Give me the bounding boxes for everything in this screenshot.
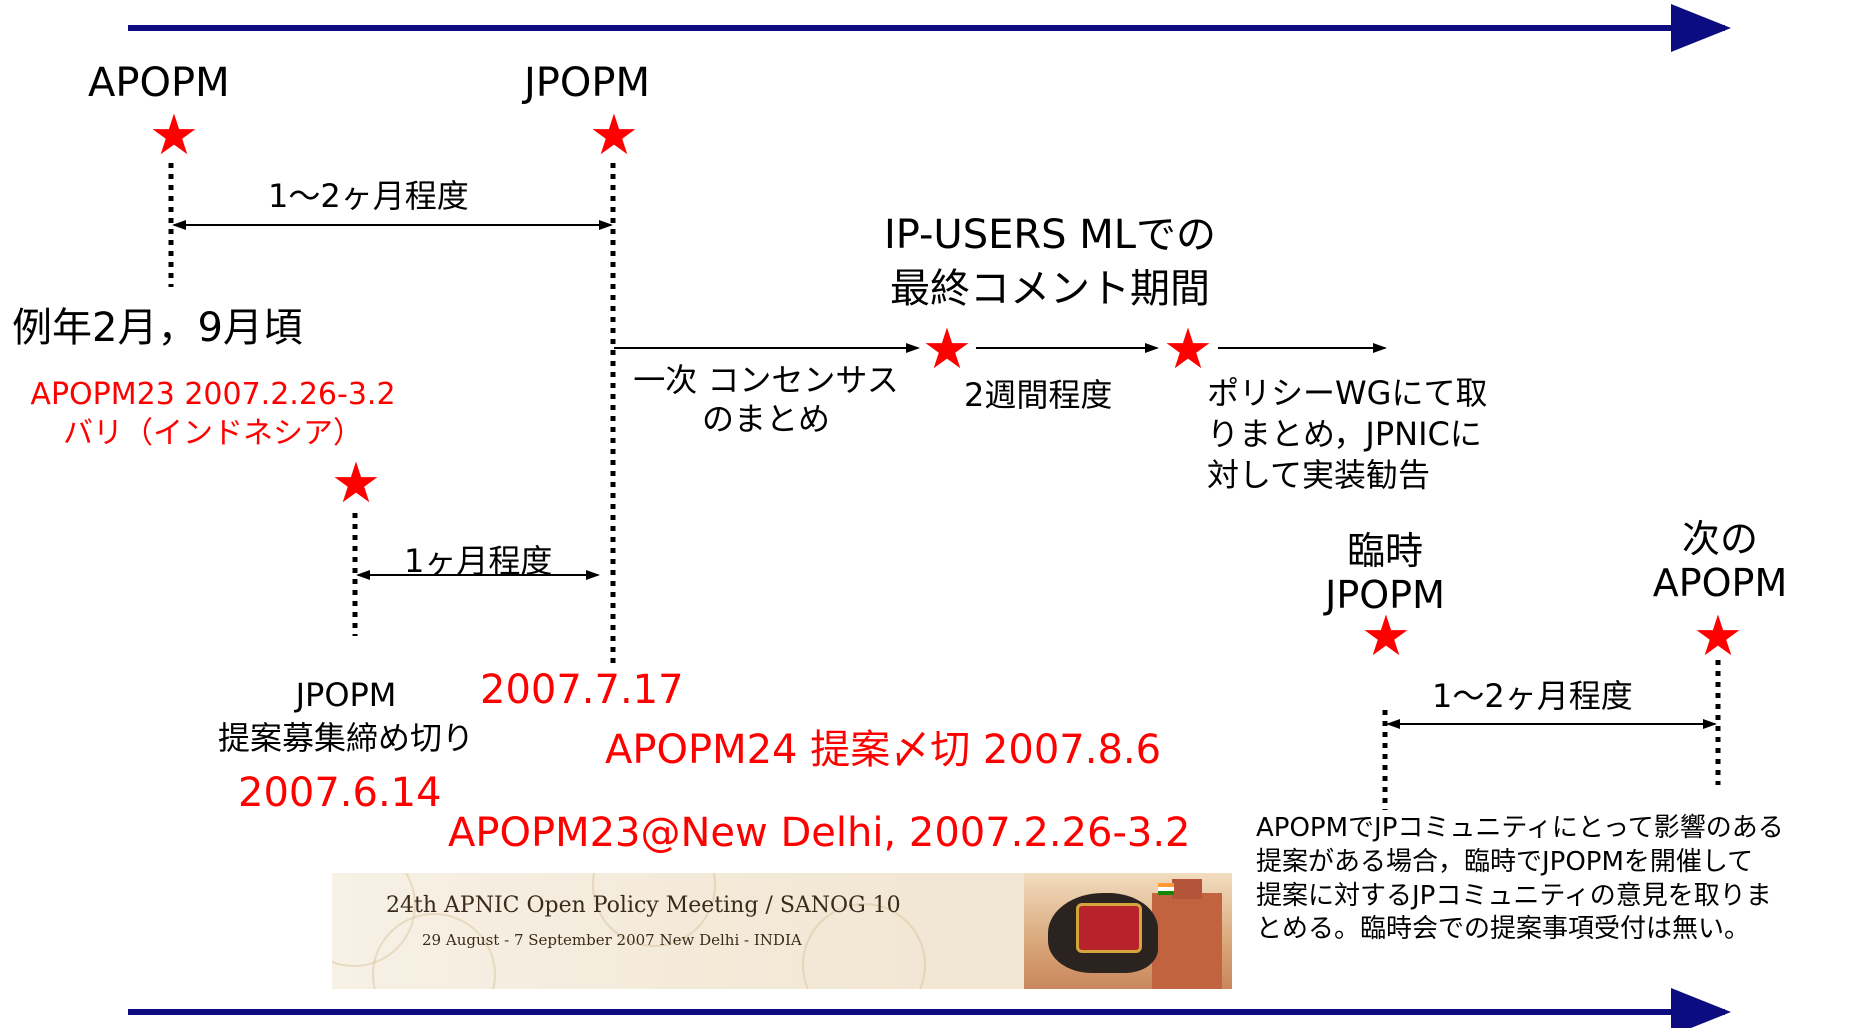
star-icon: ★ bbox=[148, 103, 200, 168]
apopm24-deadline: APOPM24 提案〆切 2007.8.6 bbox=[605, 727, 1162, 773]
consensus-note: 一次 コンセンサス のまとめ bbox=[633, 361, 899, 438]
usual-timing: 例年2月，9月頃 bbox=[12, 305, 303, 351]
apnic-meeting-banner: 24th APNIC Open Policy Meeting / SANOG 1… bbox=[332, 873, 1232, 989]
banner-title: 24th APNIC Open Policy Meeting / SANOG 1… bbox=[386, 893, 901, 918]
star-icon: ★ bbox=[330, 451, 382, 516]
star-icon: ★ bbox=[1162, 317, 1214, 382]
apopm23-newdelhi: APOPM23@New Delhi, 2007.2.26-3.2 bbox=[448, 810, 1191, 856]
duration-apopm-jpopm: 1〜2ヶ月程度 bbox=[268, 177, 469, 215]
star-icon: ★ bbox=[1692, 604, 1744, 669]
star-icon: ★ bbox=[1360, 604, 1412, 669]
deadline-note: JPOPM 提案募集締め切り bbox=[217, 676, 474, 757]
apopm-label: APOPM bbox=[88, 60, 230, 106]
apopm23-info: APOPM23 2007.2.26-3.2 バリ（インドネシア） bbox=[30, 377, 396, 451]
ml-comment-title: IP-USERS MLでの 最終コメント期間 bbox=[883, 212, 1217, 312]
jpopm-label: JPOPM bbox=[524, 60, 651, 106]
policy-wg-note: ポリシーWGにて取 りまとめ，JPNICに 対して実装勧告 bbox=[1207, 374, 1488, 494]
duration-temp-next: 1〜2ヶ月程度 bbox=[1432, 677, 1633, 715]
deadline-date: 2007.6.14 bbox=[238, 770, 442, 816]
next-apopm-label: 次の APOPM bbox=[1652, 517, 1788, 605]
duration-deadline-jpopm: 1ヶ月程度 bbox=[404, 542, 553, 580]
star-icon: ★ bbox=[921, 317, 973, 382]
temp-jpopm-label: 臨時 JPOPM bbox=[1325, 529, 1445, 617]
india-flag-icon bbox=[1158, 883, 1174, 895]
banner-subtitle: 29 August - 7 September 2007 New Delhi -… bbox=[422, 931, 802, 949]
duration-ml-period: 2週間程度 bbox=[964, 376, 1113, 414]
temp-jpopm-explanation: APOPMでJPコミュニティにとって影響のある 提案がある場合，臨時でJPOPM… bbox=[1256, 813, 1784, 945]
jpopm-date: 2007.7.17 bbox=[480, 667, 684, 713]
star-icon: ★ bbox=[588, 103, 640, 168]
elephant-fort-image bbox=[1024, 873, 1232, 989]
